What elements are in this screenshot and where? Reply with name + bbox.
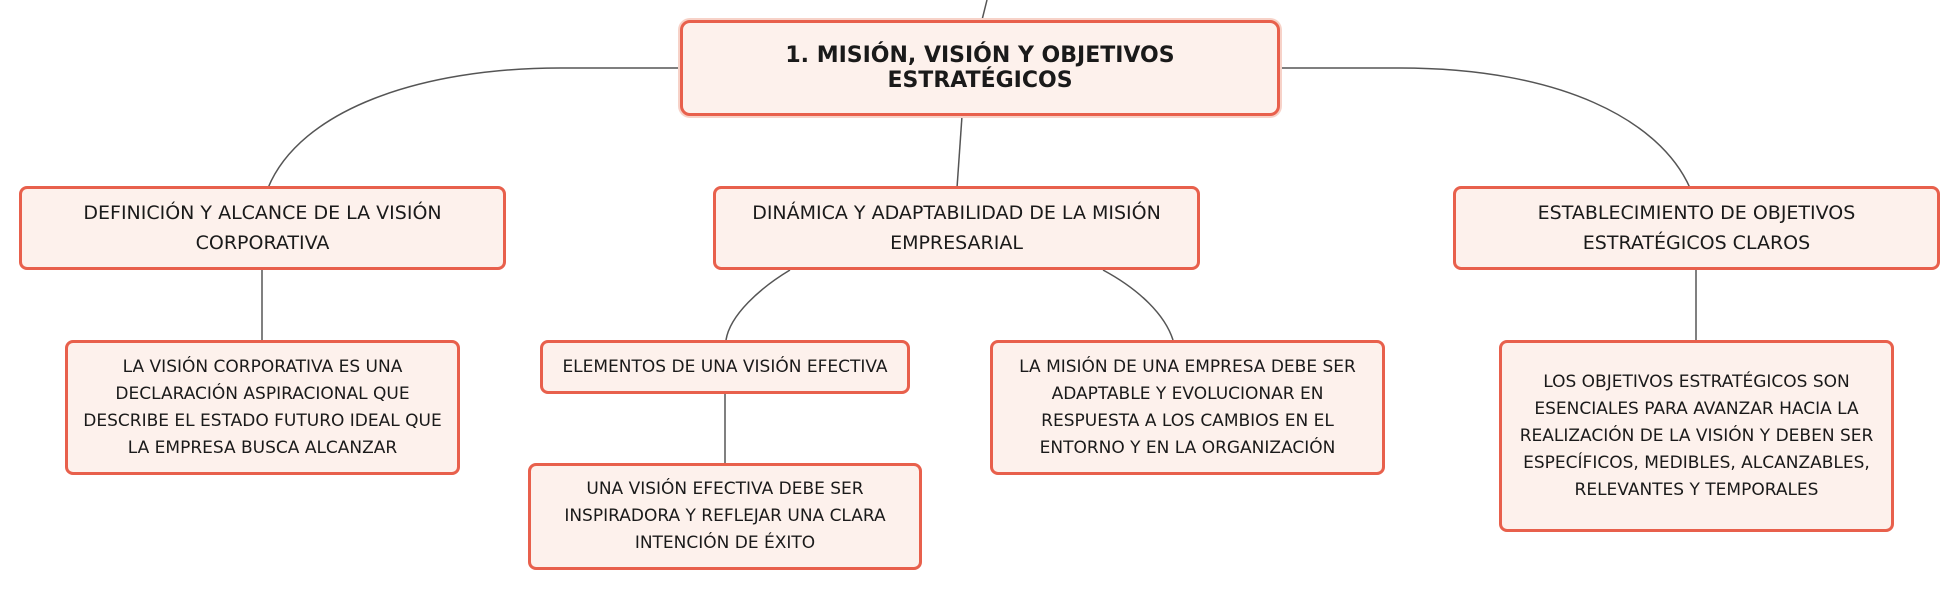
root-topic-label: 1. MISIÓN, VISIÓN Y OBJETIVOS ESTRATÉGIC… [785, 43, 1175, 93]
leaf-vision-definition[interactable]: LA VISIÓN CORPORATIVA ES UNA DECLARACIÓN… [65, 340, 460, 475]
branch-strategic-objectives[interactable]: ESTABLECIMIENTO DE OBJETIVOS ESTRATÉGICO… [1453, 186, 1940, 270]
connector-root-branch-1 [267, 67, 680, 189]
leaf-strategic-objectives-label: LOS OBJETIVOS ESTRATÉGICOS SON ESENCIALE… [1519, 371, 1874, 500]
connector-parent [981, 0, 988, 21]
connector-branch-2-elements [725, 269, 791, 341]
subtopic-effective-vision-elements-label: ELEMENTOS DE UNA VISIÓN EFECTIVA [562, 356, 888, 377]
leaf-vision-definition-label: LA VISIÓN CORPORATIVA ES UNA DECLARACIÓN… [83, 356, 442, 458]
leaf-effective-vision[interactable]: UNA VISIÓN EFECTIVA DEBE SER INSPIRADORA… [528, 463, 922, 570]
root-topic[interactable]: 1. MISIÓN, VISIÓN Y OBJETIVOS ESTRATÉGIC… [680, 20, 1280, 116]
branch-vision-definition[interactable]: DEFINICIÓN Y ALCANCE DE LA VISIÓN CORPOR… [19, 186, 506, 270]
branch-strategic-objectives-label: ESTABLECIMIENTO DE OBJETIVOS ESTRATÉGICO… [1537, 202, 1856, 254]
branch-vision-definition-label: DEFINICIÓN Y ALCANCE DE LA VISIÓN CORPOR… [83, 202, 442, 254]
connector-branch-2-mission [1102, 269, 1174, 341]
connector-root-branch-3 [1280, 67, 1691, 189]
leaf-mission-adaptability[interactable]: LA MISIÓN DE UNA EMPRESA DEBE SER ADAPTA… [990, 340, 1385, 475]
leaf-effective-vision-label: UNA VISIÓN EFECTIVA DEBE SER INSPIRADORA… [564, 479, 886, 553]
branch-mission-dynamics[interactable]: DINÁMICA Y ADAPTABILIDAD DE LA MISIÓN EM… [713, 186, 1200, 270]
leaf-mission-adaptability-label: LA MISIÓN DE UNA EMPRESA DEBE SER ADAPTA… [1019, 356, 1356, 458]
subtopic-effective-vision-elements[interactable]: ELEMENTOS DE UNA VISIÓN EFECTIVA [540, 340, 910, 394]
branch-mission-dynamics-label: DINÁMICA Y ADAPTABILIDAD DE LA MISIÓN EM… [752, 202, 1161, 254]
connector-root-branch-2 [956, 115, 963, 189]
leaf-strategic-objectives[interactable]: LOS OBJETIVOS ESTRATÉGICOS SON ESENCIALE… [1499, 340, 1894, 532]
